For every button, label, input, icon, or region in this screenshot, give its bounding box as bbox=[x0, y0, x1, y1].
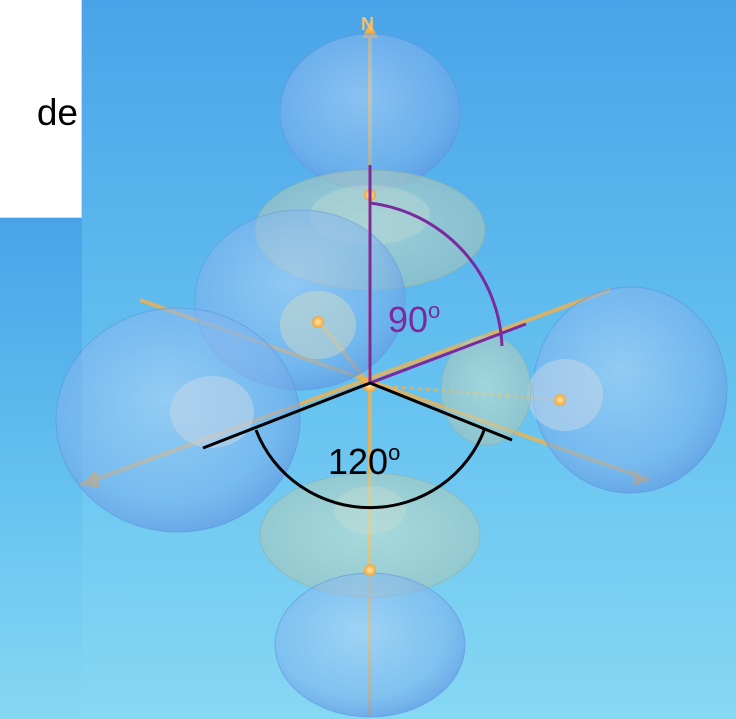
lobe-bottom-small-inner bbox=[334, 486, 406, 534]
nucleus-bottom bbox=[364, 564, 376, 576]
nucleus-back bbox=[312, 316, 324, 328]
lobe-right-inner bbox=[527, 359, 603, 431]
lobe-left-inner bbox=[170, 376, 254, 448]
nucleus-right bbox=[554, 394, 566, 406]
axis-letter-n: N bbox=[361, 14, 374, 34]
text-box-content: de bbox=[0, 94, 78, 131]
text-box: de bbox=[0, 0, 82, 218]
lobe-bottom-large bbox=[275, 573, 465, 717]
